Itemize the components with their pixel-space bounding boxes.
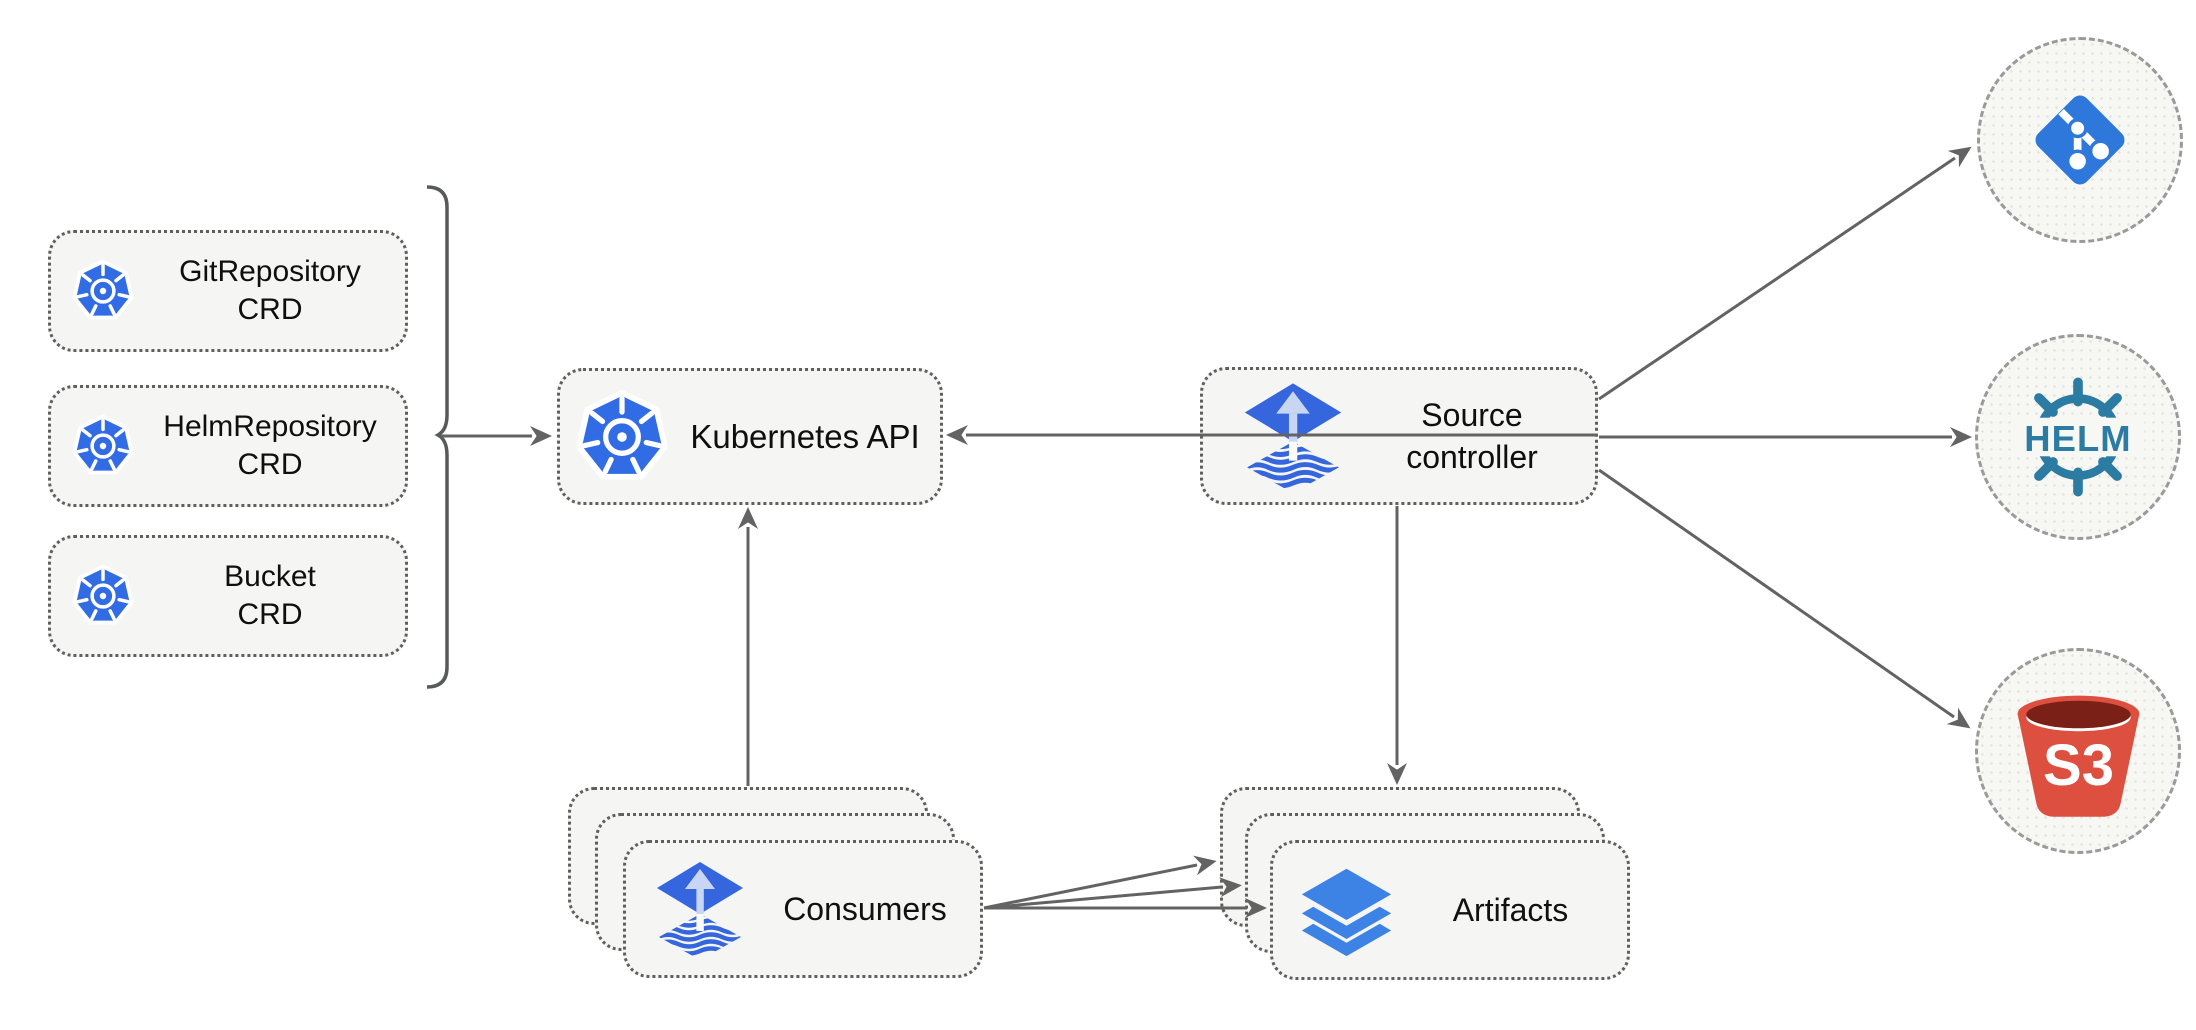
node-label: Kubernetes API xyxy=(690,417,920,455)
arrow-consumers-to-artifacts-back xyxy=(983,855,1217,910)
node-consumers: Consumers xyxy=(623,840,983,978)
s3-bucket-icon xyxy=(2006,679,2151,824)
crd-suffix: CRD xyxy=(237,448,303,481)
node-label: Consumers xyxy=(783,890,947,927)
kubernetes-icon xyxy=(71,259,135,323)
crd-name: Bucket xyxy=(224,560,316,593)
git-icon xyxy=(2021,81,2139,199)
kubernetes-icon xyxy=(71,414,135,478)
kubernetes-icon xyxy=(574,389,670,485)
crd-suffix: CRD xyxy=(237,598,303,631)
crd-suffix: CRD xyxy=(237,293,303,326)
layers-icon xyxy=(1299,863,1394,958)
node-label: HelmRepository CRD xyxy=(135,408,405,484)
node-consumers-stack: Consumers xyxy=(568,787,988,982)
source-line1: Source xyxy=(1421,397,1523,433)
node-label: Bucket CRD xyxy=(135,558,405,634)
node-label: Source controller xyxy=(1349,394,1595,478)
node-kubernetes-api: Kubernetes API xyxy=(557,368,943,505)
kubernetes-icon xyxy=(71,564,135,628)
node-artifacts-stack: Artifacts xyxy=(1220,787,1635,984)
crd-name: HelmRepository xyxy=(163,410,377,443)
node-helmrepository-crd: HelmRepository CRD xyxy=(48,385,408,507)
external-source-helm xyxy=(1975,334,2181,540)
node-bucket-crd: Bucket CRD xyxy=(48,535,408,657)
node-source-controller: Source controller xyxy=(1200,367,1598,505)
node-label: GitRepository CRD xyxy=(135,253,405,329)
arrow-consumers-to-artifacts-middle xyxy=(983,877,1242,910)
helm-icon xyxy=(2003,362,2153,512)
crd-name: GitRepository xyxy=(179,255,361,288)
external-source-git xyxy=(1977,37,2183,243)
arrow-source-to-git xyxy=(1598,146,1972,401)
group-bracket xyxy=(426,185,449,689)
node-gitrepository-crd: GitRepository CRD xyxy=(48,230,408,352)
flux-icon xyxy=(1237,380,1349,492)
node-label: Artifacts xyxy=(1452,891,1569,928)
arrow-source-to-s3 xyxy=(1598,468,1971,729)
external-source-s3 xyxy=(1975,648,2181,854)
flux-icon xyxy=(650,859,750,959)
source-line2: controller xyxy=(1406,439,1538,475)
node-artifacts: Artifacts xyxy=(1270,840,1630,980)
